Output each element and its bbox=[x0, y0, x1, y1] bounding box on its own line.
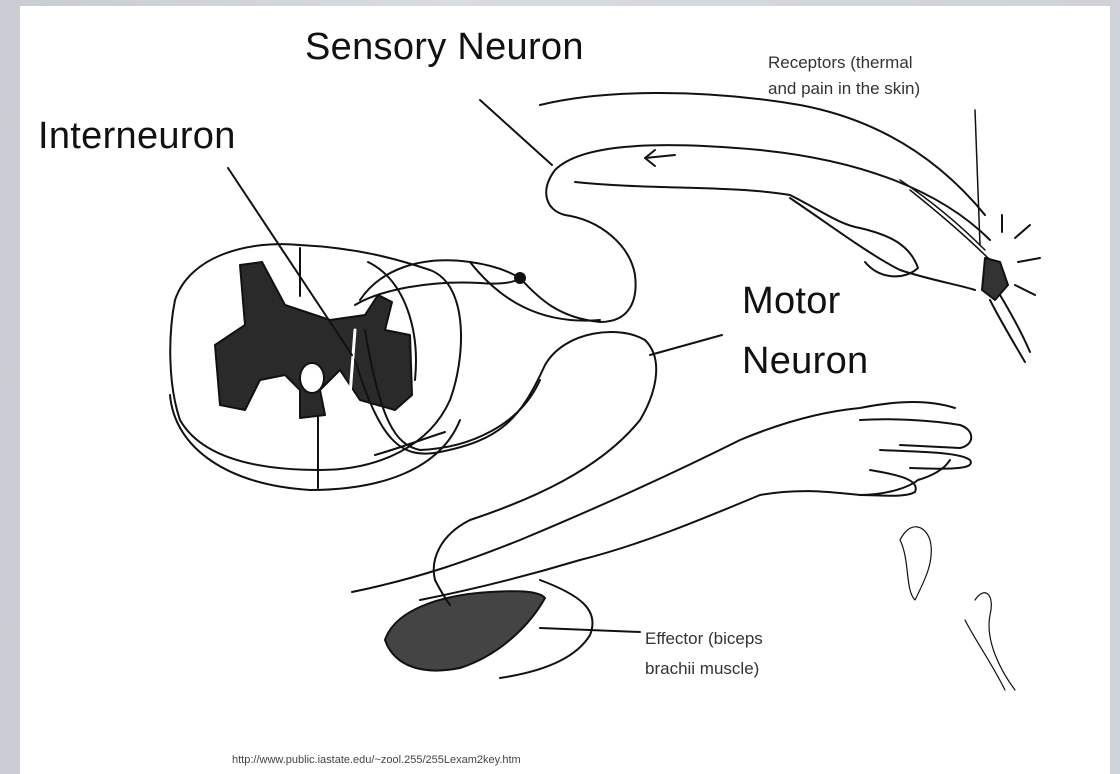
source-url: http://www.public.iastate.edu/~zool.255/… bbox=[232, 754, 521, 766]
biceps-muscle bbox=[385, 580, 640, 671]
sensory-neuron-label: Sensory Neuron bbox=[305, 26, 584, 69]
effector-label-line1: Effector (biceps bbox=[645, 628, 763, 650]
effector-label-line2: brachii muscle) bbox=[645, 658, 759, 680]
interneuron-label: Interneuron bbox=[38, 115, 236, 158]
motor-neuron-label-line2: Neuron bbox=[742, 340, 868, 383]
gray-matter bbox=[215, 262, 412, 418]
receptors-label-line1: Receptors (thermal bbox=[768, 52, 913, 74]
hand-sketch bbox=[900, 527, 1015, 690]
sensory-neuron-leader bbox=[480, 100, 552, 165]
receptors-label-line2: and pain in the skin) bbox=[768, 78, 920, 100]
motor-neuron-label-line1: Motor bbox=[742, 280, 841, 323]
